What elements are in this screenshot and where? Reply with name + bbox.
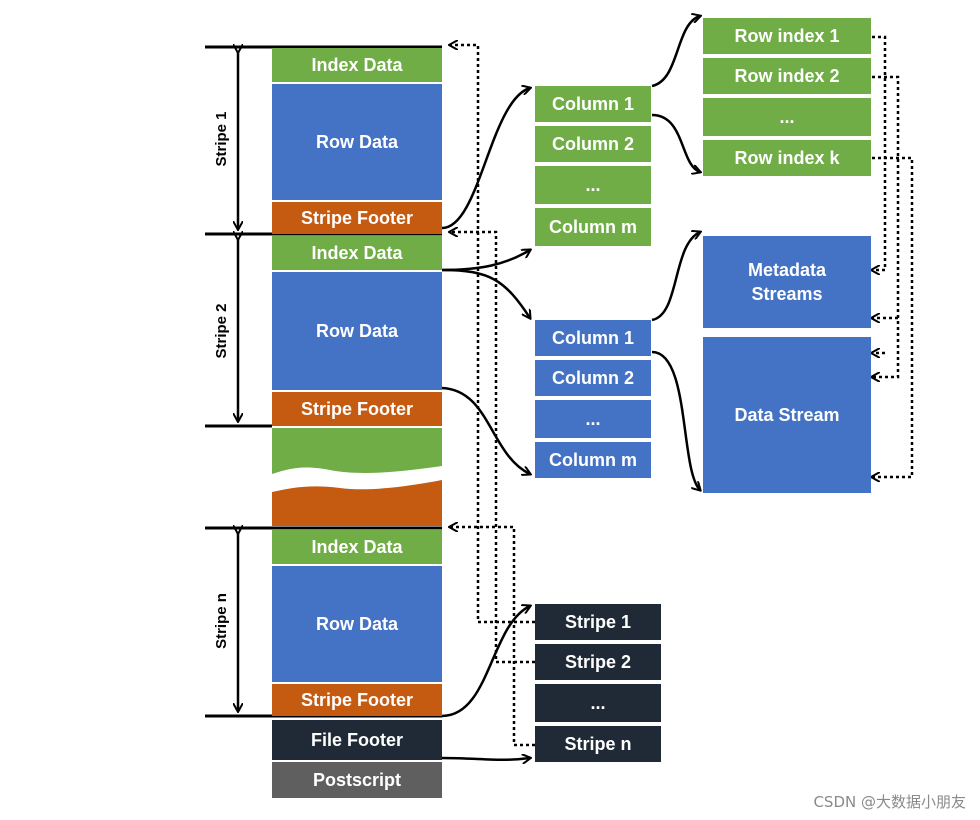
row-index-ellipsis: ... xyxy=(703,98,871,136)
watermark: CSDN @大数据小朋友 xyxy=(813,793,966,811)
data-column-1: Column 1 xyxy=(535,320,651,356)
arrow-datacol1-to-datastream xyxy=(651,350,700,490)
dotted-stripe2-to-stripe2-start xyxy=(450,232,535,664)
gap-orange-wave xyxy=(272,480,442,526)
row-index-2: Row index 2 xyxy=(703,58,871,94)
arrow-index2-to-data-columns xyxy=(441,268,530,318)
stripe1-label: Stripe 1 xyxy=(213,111,230,167)
stripe1-row-data: Row Data xyxy=(272,84,442,200)
index-column-2: Column 2 xyxy=(535,126,651,162)
stripe1-footer: Stripe Footer xyxy=(272,202,442,234)
stripe2-label: Stripe 2 xyxy=(213,303,230,359)
arrow-footer-n-to-stripe1 xyxy=(441,606,530,718)
arrow-footer2-to-column-m xyxy=(441,386,530,474)
data-column-m: Column m xyxy=(535,442,651,478)
index-column-ellipsis: ... xyxy=(535,166,651,204)
dotted-rowindex2 xyxy=(872,75,900,377)
data-stream: Data Stream xyxy=(703,337,871,493)
footer-stripe-1: Stripe 1 xyxy=(535,604,661,640)
metadata-streams: Metadata Streams xyxy=(703,236,871,328)
footer-stripe-2: Stripe 2 xyxy=(535,644,661,680)
stripe-n-index-data: Index Data xyxy=(272,530,442,564)
dotted-stripe-n-to-stripe-n-start xyxy=(450,527,535,747)
footer-stripe-ellipsis: ... xyxy=(535,684,661,722)
row-index-k: Row index k xyxy=(703,140,871,176)
arrow-filefooter-to-stripe-n xyxy=(441,758,530,760)
arrow-index2-to-index-columns xyxy=(441,250,530,272)
dotted-rowindex1 xyxy=(872,35,887,270)
arrow-datacol1-to-metadata xyxy=(651,232,700,322)
stripe2-index-data: Index Data xyxy=(272,236,442,270)
footer-stripe-n: Stripe n xyxy=(535,726,661,762)
stripe-n-label: Stripe n xyxy=(213,593,230,649)
row-index-1: Row index 1 xyxy=(703,18,871,54)
arrow-column1-to-rowindexk xyxy=(651,113,700,172)
arrow-footer1-to-column1 xyxy=(441,88,530,230)
stripe-n-row-data: Row Data xyxy=(272,566,442,682)
file-footer: File Footer xyxy=(272,720,442,760)
arrow-column1-to-rowindex1 xyxy=(651,16,700,88)
stripe2-row-data: Row Data xyxy=(272,272,442,390)
stripe-n-footer: Stripe Footer xyxy=(272,684,442,716)
stripe2-footer: Stripe Footer xyxy=(272,392,442,426)
data-column-ellipsis: ... xyxy=(535,400,651,438)
dotted-rowindex-k xyxy=(872,156,914,477)
stripe1-index-data: Index Data xyxy=(272,48,442,82)
index-column-m: Column m xyxy=(535,208,651,246)
postscript: Postscript xyxy=(272,762,442,798)
data-column-2: Column 2 xyxy=(535,360,651,396)
gap-green-wave xyxy=(272,428,442,474)
dotted-stripe1-to-stripe1-start xyxy=(450,45,535,624)
index-column-1: Column 1 xyxy=(535,86,651,122)
